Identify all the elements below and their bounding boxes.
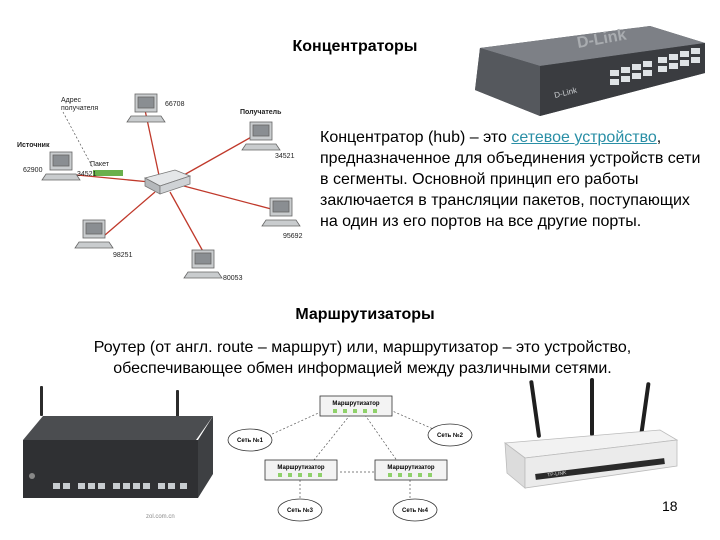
computer-bottom — [183, 249, 223, 279]
network-device-link[interactable]: сетевое устройство — [511, 129, 657, 146]
addr-source: 62900 — [23, 167, 43, 174]
svg-text:Сеть №2: Сеть №2 — [437, 432, 464, 439]
svg-text:Сеть №1: Сеть №1 — [237, 437, 264, 444]
router-paragraph: Роутер (от англ. route – маршрут) или, м… — [93, 339, 632, 377]
network-1: Сеть №1 — [227, 428, 273, 452]
tplink-logo: TP-LINK — [547, 470, 567, 478]
hub-paragraph: Концентратор (hub) – это сетевое устройс… — [320, 127, 712, 232]
label-packet: Пакет — [90, 161, 110, 168]
computer-bottom-left — [74, 219, 114, 249]
router-box-left: Маршрутизатор — [264, 459, 338, 481]
switch-photo: D-Link D-Link — [475, 26, 705, 116]
svg-text:Сеть №3: Сеть №3 — [287, 507, 314, 514]
router-photo-right: TP-LINK — [503, 378, 679, 489]
computer-receiver — [241, 121, 281, 151]
addr-packet: 34521 — [77, 171, 97, 178]
addr-bottom: 80053 — [223, 275, 243, 282]
network-4: Сеть №4 — [392, 498, 438, 522]
computer-source — [41, 151, 81, 181]
hub-device — [143, 169, 192, 195]
addr-bottom-left: 98251 — [113, 252, 133, 259]
label-receiver: Получатель — [240, 109, 282, 116]
svg-text:zol.com.cn: zol.com.cn — [146, 514, 175, 520]
hub-paragraph-end: , предназначенное для объединения устрой… — [320, 129, 701, 230]
addr-top: 66708 — [165, 101, 185, 108]
computer-top — [126, 93, 166, 123]
network-2: Сеть №2 — [427, 423, 473, 447]
addr-receiver: 34521 — [275, 153, 295, 160]
computer-right — [261, 197, 301, 227]
svg-text:Маршрутизатор: Маршрутизатор — [387, 465, 434, 471]
router-photo-left: zol.com.cn — [18, 378, 218, 528]
network-3: Сеть №3 — [277, 498, 323, 522]
addr-right: 95692 — [283, 233, 303, 240]
svg-text:Маршрутизатор: Маршрутизатор — [277, 465, 324, 471]
label-source: Источник — [17, 142, 50, 149]
packet-bar — [93, 170, 123, 176]
router-box-right: Маршрутизатор — [374, 459, 448, 481]
page-number: 18 — [662, 498, 678, 514]
svg-text:Маршрутизатор: Маршрутизатор — [332, 401, 379, 407]
routers-title: Маршрутизаторы — [295, 306, 435, 323]
router-diagram: Маршрутизатор Маршрутизатор Маршрутизато… — [227, 395, 473, 522]
router-box-top: Маршрутизатор — [319, 395, 393, 417]
hubs-title: Концентраторы — [292, 38, 418, 55]
svg-text:Сеть №4: Сеть №4 — [402, 507, 429, 514]
hub-paragraph-start: Концентратор (hub) – это — [320, 129, 512, 146]
